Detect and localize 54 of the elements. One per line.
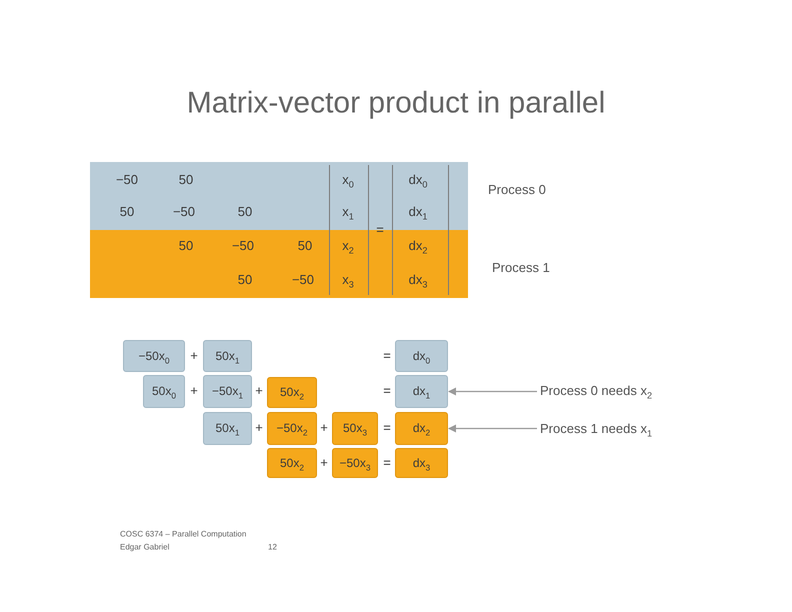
matrix-entry: 50 xyxy=(238,272,252,288)
matrix-entry: 50 xyxy=(238,204,252,220)
plus-sign: + xyxy=(320,420,328,436)
term-box: −50x$_{3}$ xyxy=(332,448,378,478)
result-box: dx$_{1}$ xyxy=(395,375,448,408)
result-entry: dx$_{2}$ xyxy=(408,238,428,254)
matrix-entry: 50 xyxy=(178,238,194,254)
term-box: 50x$_{2}$ xyxy=(267,448,317,478)
term-box: −50x$_{2}$ xyxy=(267,412,317,445)
matrix-band xyxy=(90,230,468,298)
result-box: dx$_{2}$ xyxy=(395,412,448,445)
result-box: dx$_{0}$ xyxy=(395,340,448,372)
equals-sign: = xyxy=(383,456,391,470)
term-box: 50x$_{0}$ xyxy=(143,375,185,408)
term-box: 50x$_{3}$ xyxy=(332,412,378,445)
plus-sign: + xyxy=(320,456,328,470)
result-entry: dx$_{1}$ xyxy=(408,204,428,220)
matrix-entry: 50 xyxy=(120,204,134,220)
term-box: 50x$_{2}$ xyxy=(267,377,317,408)
slide-title: Matrix-vector product in parallel xyxy=(186,86,606,120)
plus-sign: + xyxy=(255,420,263,436)
result-entry: dx$_{0}$ xyxy=(408,172,428,188)
leader-line xyxy=(448,424,537,432)
result-box: dx$_{3}$ xyxy=(395,448,448,478)
vector-entry: x$_{1}$ xyxy=(342,204,354,220)
equals-sign: = xyxy=(383,420,391,436)
matrix-entry: 50 xyxy=(178,172,194,188)
annotation-text: Process 1 needs x$_{1}$ xyxy=(540,422,652,436)
vector-entry: x$_{2}$ xyxy=(342,238,354,254)
matrix-band xyxy=(90,162,468,230)
footer-text: COSC 6374 – Parallel Computation xyxy=(120,530,246,540)
term-box: −50x$_{1}$ xyxy=(203,375,252,408)
equals-sign: = xyxy=(383,348,391,364)
matrix-entry: −50 xyxy=(172,204,196,220)
plus-sign: + xyxy=(255,384,263,398)
result-entry: dx$_{3}$ xyxy=(408,272,428,288)
matrix-entry: −50 xyxy=(232,238,254,254)
footer-text: Edgar Gabriel xyxy=(120,544,170,552)
page-number: 12 xyxy=(268,544,277,552)
equals-sign: = xyxy=(383,384,391,398)
process-label: Process 0 xyxy=(488,182,546,198)
plus-sign: + xyxy=(190,348,198,364)
vector-entry: x$_{0}$ xyxy=(342,172,354,188)
annotation-text: Process 0 needs x$_{2}$ xyxy=(540,384,652,398)
term-box: 50x$_{1}$ xyxy=(203,340,252,372)
matrix-entry: −50 xyxy=(116,172,138,188)
vector-entry: x$_{3}$ xyxy=(342,272,354,288)
term-box: −50x$_{0}$ xyxy=(123,340,185,372)
matrix-entry: 50 xyxy=(298,238,312,254)
leader-line xyxy=(448,388,537,396)
matrix-entry: −50 xyxy=(292,272,314,288)
process-label: Process 1 xyxy=(492,260,550,276)
plus-sign: + xyxy=(190,384,198,398)
term-box: 50x$_{1}$ xyxy=(203,412,252,445)
